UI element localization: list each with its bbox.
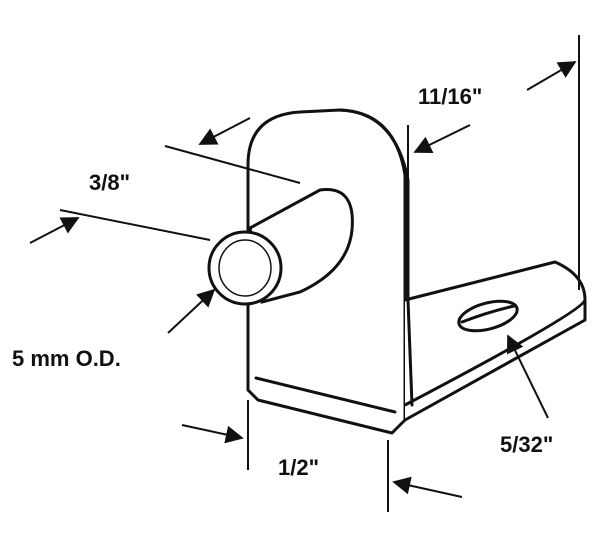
foot-thickness [403, 298, 587, 407]
pin-length-arrow-top [198, 117, 251, 145]
pin-length-arrow-bottom [29, 217, 80, 244]
plate-bottom-edge [254, 376, 397, 414]
mounting-hole-depth [460, 304, 516, 324]
support-pin [207, 188, 354, 306]
pin-tip [207, 230, 283, 306]
hole-diameter-leader [507, 334, 549, 419]
pin-diameter-label: 5 mm O.D. [12, 346, 121, 371]
hole-diameter-label: 5/32" [500, 432, 553, 457]
dimension-lines [29, 35, 580, 512]
pin-diameter-leader [167, 288, 216, 334]
dimension-labels: 3/8" 11/16" 5 mm O.D. 5/32" 1/2" [12, 84, 553, 480]
pin-tip-highlight [218, 239, 272, 297]
bracket-height-label: 11/16" [418, 84, 482, 109]
pin-length-label: 3/8" [89, 170, 130, 195]
width-arrow-right [392, 476, 463, 498]
width-arrow-left [181, 424, 244, 444]
height-arrow-right [526, 61, 577, 91]
horizontal-foot [403, 260, 587, 422]
bracket-width-label: 1/2" [278, 455, 319, 480]
pin-length-extension-top [164, 145, 301, 184]
height-arrow-left [413, 124, 471, 153]
foot-inner-edge [406, 298, 414, 407]
pin-length-extension-bottom [59, 209, 211, 241]
